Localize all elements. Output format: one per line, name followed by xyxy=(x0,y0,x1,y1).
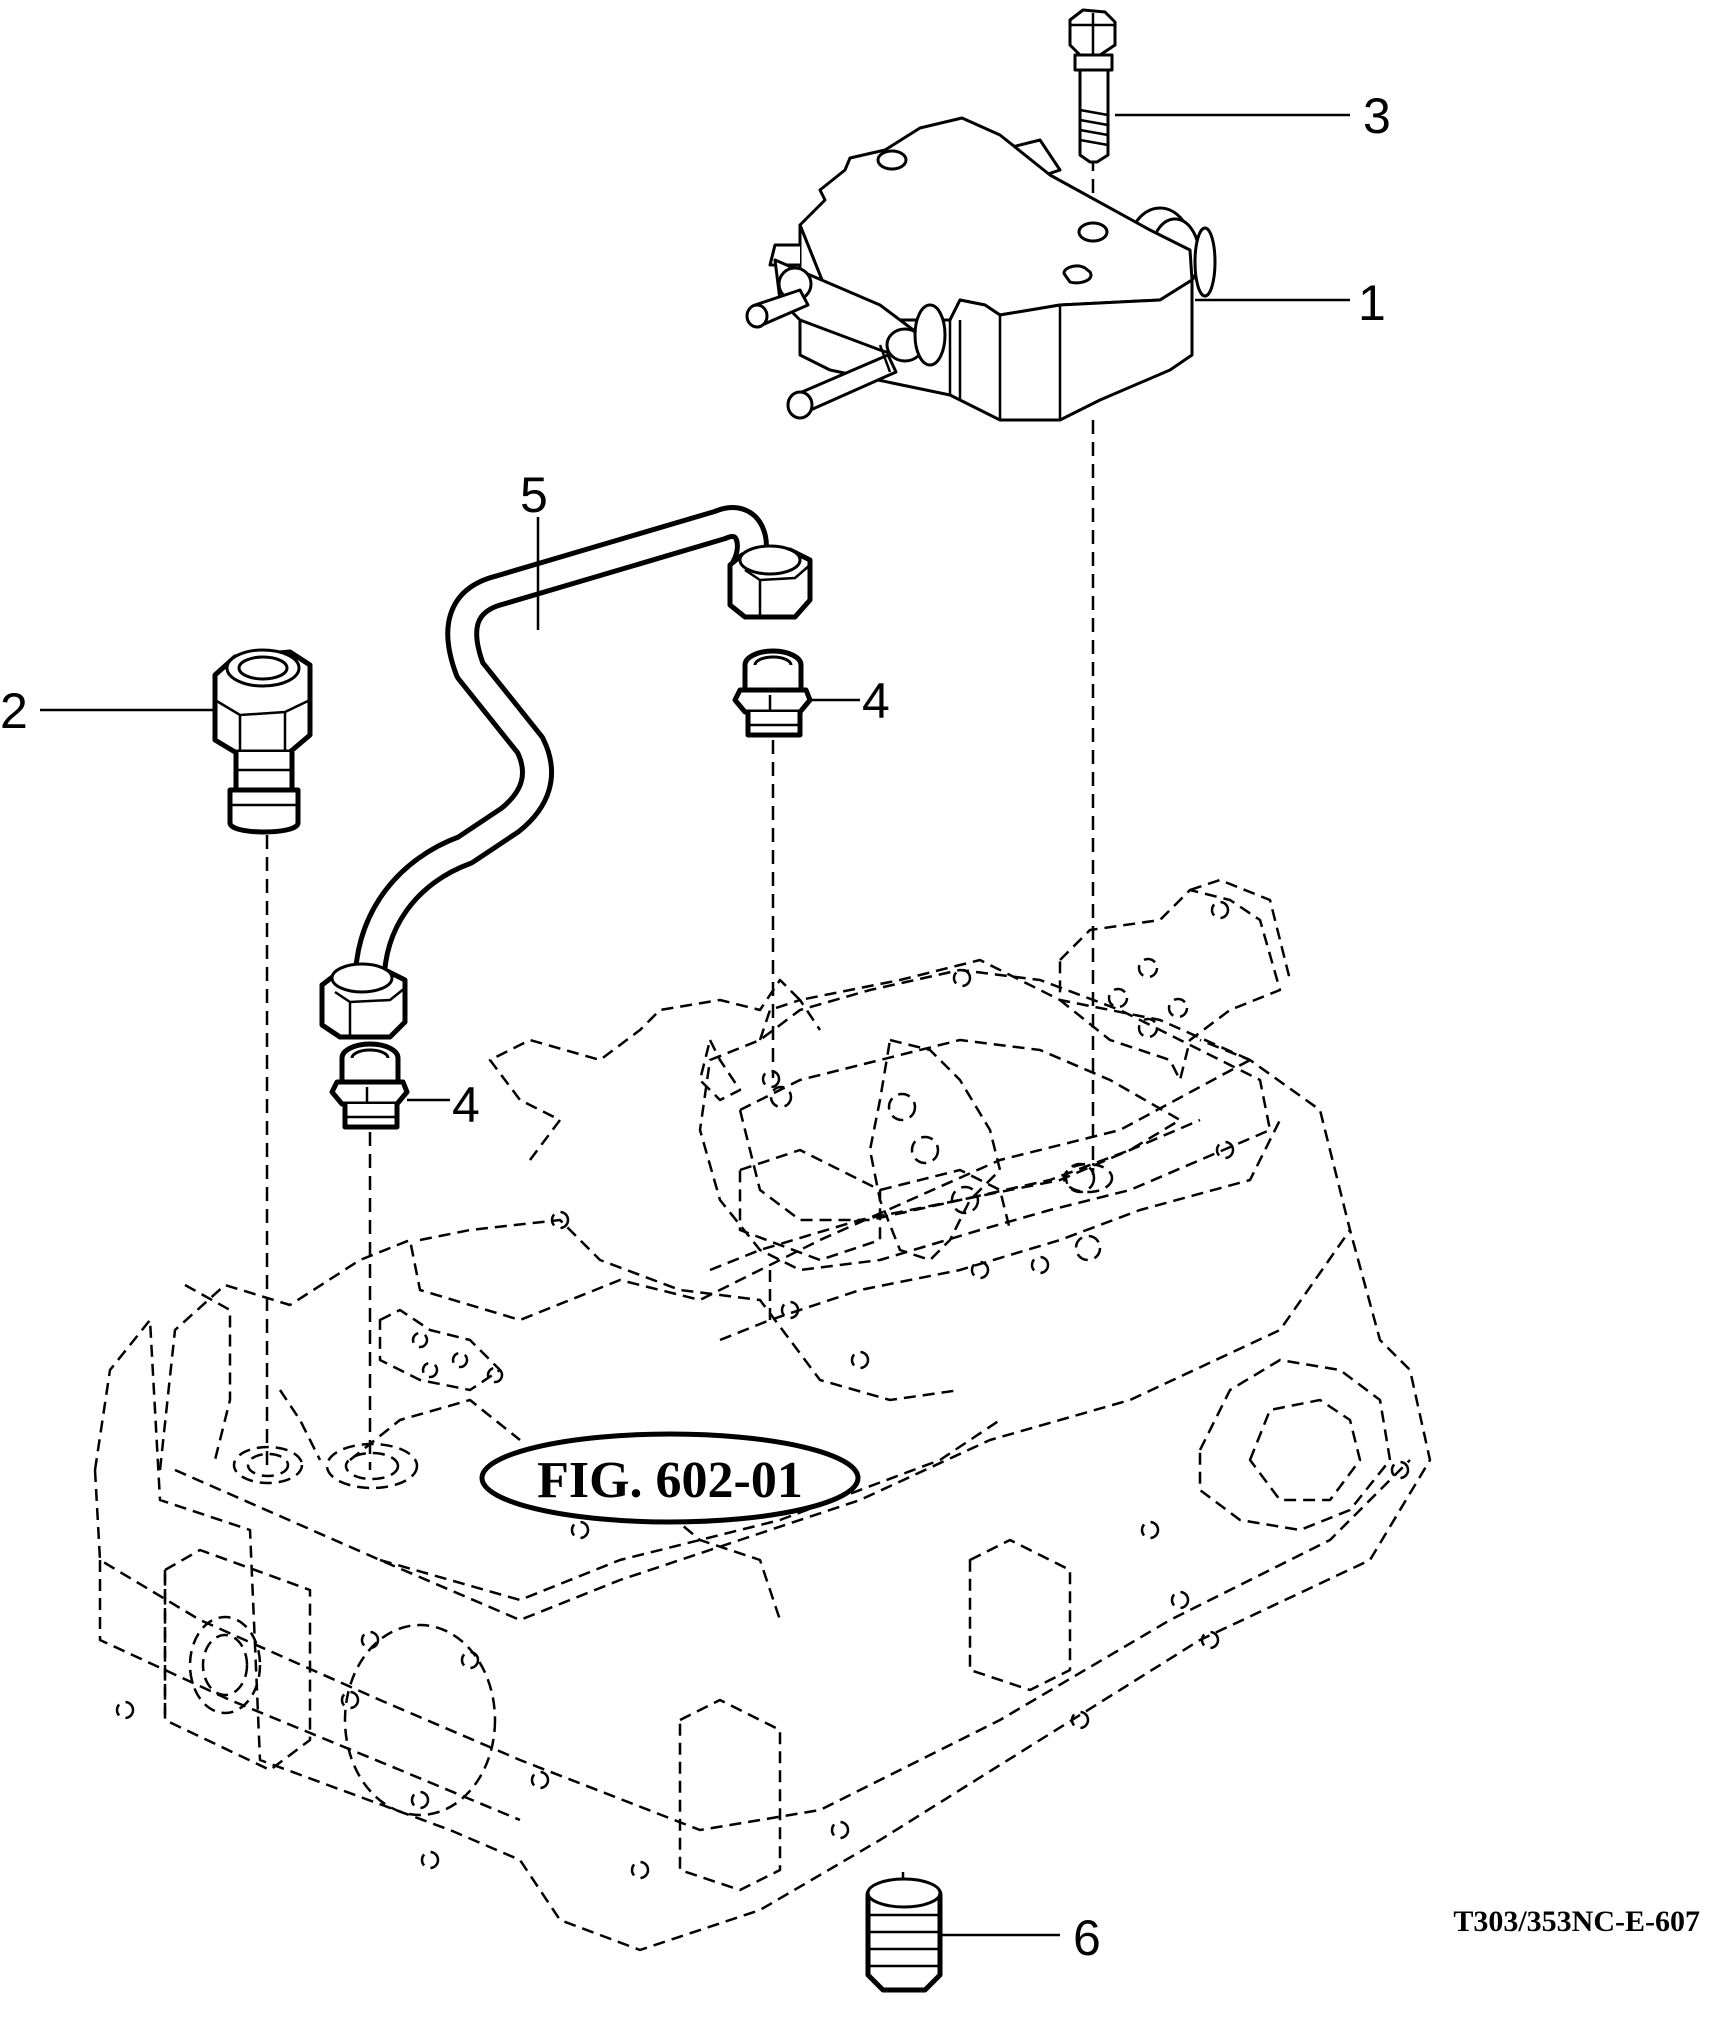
figure-reference-badge[interactable]: FIG. 602-01 xyxy=(479,1431,861,1525)
leader-lines xyxy=(40,113,1350,1937)
callout-6: 6 xyxy=(1073,1910,1101,1966)
part-6-plug xyxy=(865,1877,943,1993)
callout-4-upper: 4 xyxy=(862,673,890,729)
figure-reference-text: FIG. 602-01 xyxy=(537,1452,803,1509)
callout-2: 2 xyxy=(0,683,28,739)
drawing-code: T303/353NC-E-607 xyxy=(1453,1905,1700,1938)
callout-5: 5 xyxy=(520,467,548,523)
callout-numbers: 1 2 3 4 4 5 6 xyxy=(0,88,1391,1966)
part-5-pipe xyxy=(319,505,813,1040)
callout-1: 1 xyxy=(1358,275,1386,331)
part-3-bolt xyxy=(1068,8,1117,164)
hydraulic-housing-outline xyxy=(93,878,1432,1952)
assembly-center-lines xyxy=(265,135,1095,1945)
housing-bolt-holes xyxy=(115,900,1410,1880)
part-4-fitting-upper xyxy=(732,648,813,738)
part-1-control-valve xyxy=(745,116,1217,422)
callout-4-lower: 4 xyxy=(452,1077,480,1133)
part-2-adapter xyxy=(212,648,313,835)
callout-3: 3 xyxy=(1363,88,1391,144)
part-4-fitting-lower xyxy=(329,1041,410,1130)
